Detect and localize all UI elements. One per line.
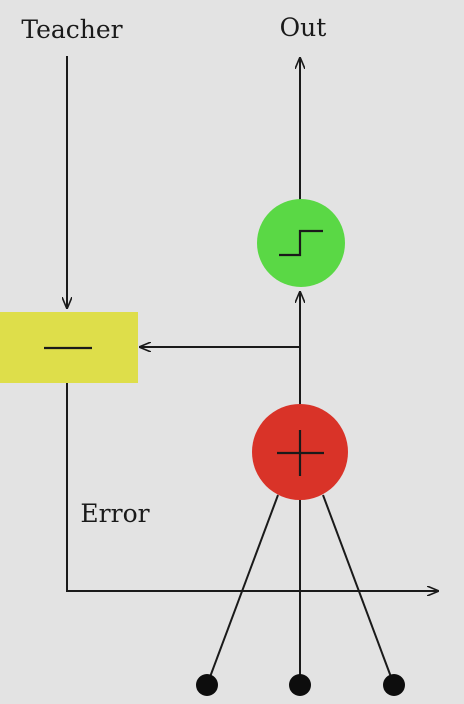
teacher-label: Teacher: [21, 15, 122, 44]
error-label: Error: [80, 499, 149, 528]
input-line-3: [322, 494, 395, 686]
input-node-3: [383, 674, 405, 696]
input-node-1: [196, 674, 218, 696]
error-arrow: [66, 383, 438, 591]
input-node-2: [289, 674, 311, 696]
plus-icon: [277, 430, 324, 476]
out-label: Out: [280, 13, 327, 42]
input-line-1: [206, 494, 279, 686]
step-function-icon: [279, 229, 323, 257]
